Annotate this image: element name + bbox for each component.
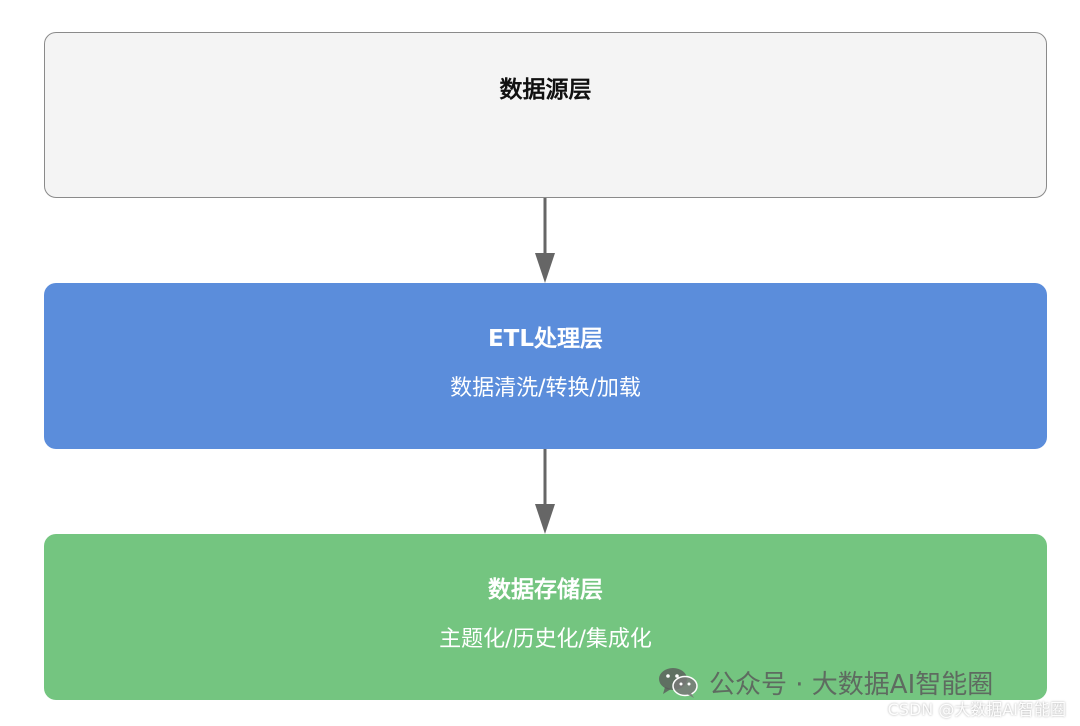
arrow-source-to-etl: [535, 198, 555, 283]
watermark-text: 公众号 · 大数据AI智能圈: [709, 669, 994, 700]
etl-layer-description: 数据清洗/转换/加载: [450, 376, 641, 401]
data-source-layer-title: 数据源层: [499, 77, 592, 103]
storage-layer-description: 主题化/历史化/集成化: [439, 627, 652, 652]
etl-layer-title: ETL处理层: [487, 326, 604, 352]
storage-layer-title: 数据存储层: [488, 577, 603, 603]
data-source-layer: 数据源层: [44, 32, 1047, 198]
arrow-etl-to-storage: [535, 449, 555, 534]
watermark: 公众号 · 大数据AI智能圈: [657, 664, 993, 700]
etl-layer: ETL处理层 数据清洗/转换/加载: [44, 283, 1047, 449]
csdn-credit: CSDN @大数据AI智能圈: [887, 700, 1066, 719]
storage-layer: 数据存储层 主题化/历史化/集成化: [44, 534, 1047, 700]
wechat-icon: [659, 668, 698, 698]
